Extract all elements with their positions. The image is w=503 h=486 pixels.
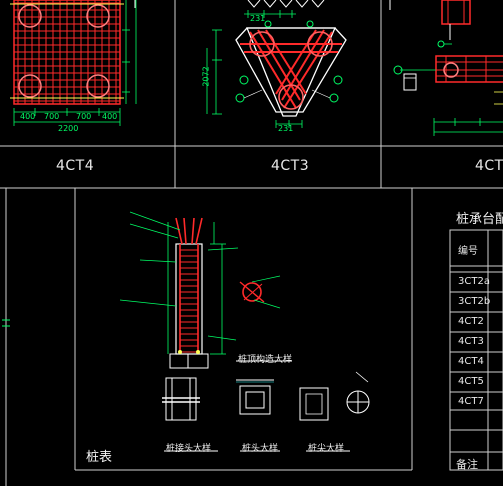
table-row-id: 4CT2 <box>458 316 484 327</box>
cap-label-4ct4: 4CT4 <box>56 158 95 174</box>
table-footer-remark: 备注 <box>456 458 478 471</box>
table-row-id: 4CT7 <box>458 396 484 407</box>
pile-section <box>119 211 239 369</box>
pile-cap-table-title: 桩承台配 <box>456 212 503 227</box>
dim-400b: 400 <box>102 112 118 121</box>
label-pile-head-detail: 桩头大样 <box>242 444 279 454</box>
table-row-id: 3CT2a <box>458 276 490 287</box>
pile-head-detail <box>236 379 274 415</box>
table-header-number: 编号 <box>458 246 478 257</box>
label-pile-joint-detail: 桩接头大样 <box>166 444 212 454</box>
table-row-id: 3CT2b <box>458 296 491 307</box>
dim-231b: 231 <box>278 124 294 133</box>
cap-4ct3-plan <box>206 0 347 128</box>
pile-table-label: 桩表 <box>86 450 113 465</box>
dim-700b: 700 <box>76 112 92 121</box>
label-pile-top-detail: 桩顶构造大样 <box>238 355 293 365</box>
pile-tip-detail <box>299 371 370 421</box>
table-row-id: 4CT5 <box>458 376 484 387</box>
pile-joint-detail <box>162 377 200 421</box>
pile-top-detail <box>239 275 281 309</box>
cap-4ct4-plan <box>10 0 137 126</box>
dim-2200: 2200 <box>58 124 79 133</box>
cap-label-4ct: 4CT <box>475 158 503 174</box>
cap-4ct-partial <box>393 0 503 136</box>
table-row-id: 4CT3 <box>458 336 484 347</box>
dim-700a: 700 <box>44 112 60 121</box>
cap-label-4ct3: 4CT3 <box>271 158 310 174</box>
label-pile-tip-detail: 桩尖大样 <box>308 444 345 454</box>
dim-231a: 231 <box>250 14 266 23</box>
dim-2072: 2072 <box>201 66 211 87</box>
right-table-grid <box>449 229 503 471</box>
table-row-id: 4CT4 <box>458 356 484 367</box>
dim-400a: 400 <box>20 112 36 121</box>
